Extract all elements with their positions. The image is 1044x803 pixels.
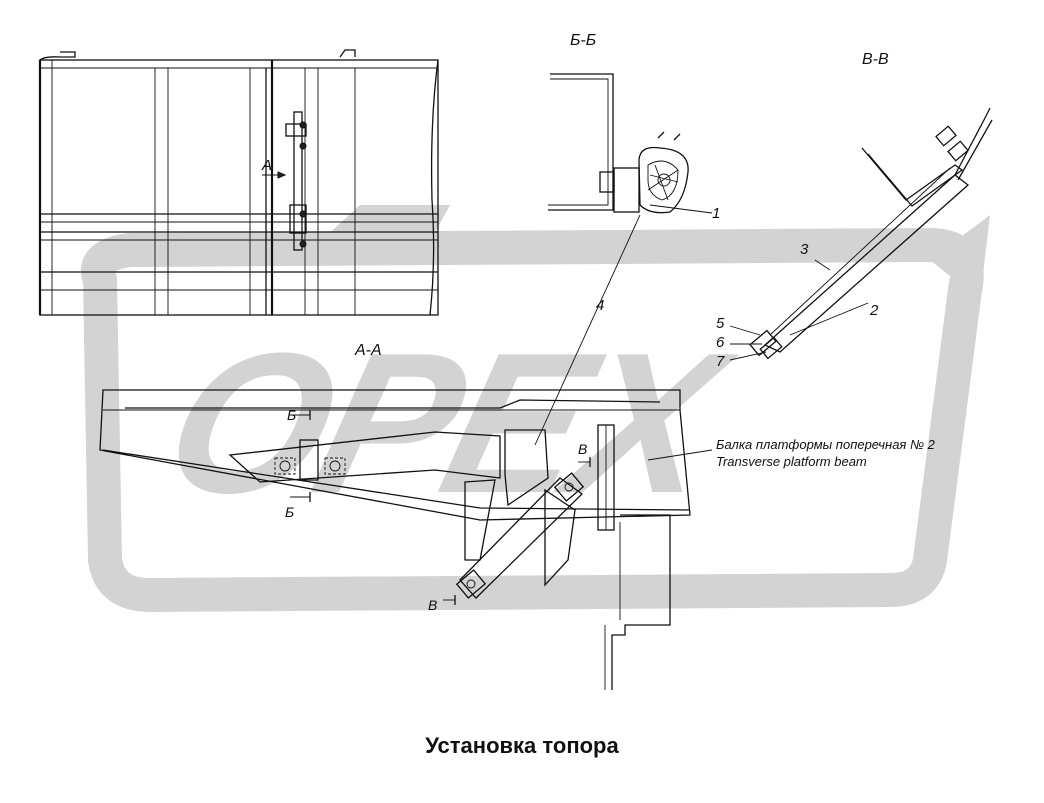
view-marker-a: А xyxy=(261,157,272,174)
section-marker-v-right: В xyxy=(578,441,587,457)
callout-7: 7 xyxy=(716,353,725,370)
callout-1: 1 xyxy=(712,205,720,222)
section-bb: Б-Б xyxy=(548,32,689,214)
watermark-text: ОРЕХ xyxy=(147,312,751,536)
section-marker-b-top: Б xyxy=(287,407,296,423)
view-label-bb: Б-Б xyxy=(570,32,596,49)
callout-3: 3 xyxy=(800,241,809,258)
platform-side-view: А xyxy=(38,49,439,316)
note-beam-ru: Балка платформы поперечная № 2 xyxy=(716,437,936,452)
drawing-caption: Установка топора xyxy=(425,733,619,758)
view-label-vv: В-В xyxy=(862,51,889,68)
view-label-aa: А-А xyxy=(354,342,382,359)
watermark-logo: ОРЕХ xyxy=(81,205,990,613)
callout-6: 6 xyxy=(716,334,725,351)
section-aa: А-А Б Б xyxy=(99,342,691,690)
callout-2: 2 xyxy=(869,302,879,319)
callout-5: 5 xyxy=(716,315,725,332)
section-marker-v-bottom: В xyxy=(428,597,437,613)
callouts: 1 2 3 4 5 6 7 Балка платформы поперечная… xyxy=(534,204,936,469)
callout-4: 4 xyxy=(596,297,604,314)
section-marker-b-bottom: Б xyxy=(285,504,294,520)
axe-on-side-view xyxy=(285,111,307,251)
note-beam-en: Transverse platform beam xyxy=(716,454,867,469)
section-vv: В-В xyxy=(749,51,993,360)
